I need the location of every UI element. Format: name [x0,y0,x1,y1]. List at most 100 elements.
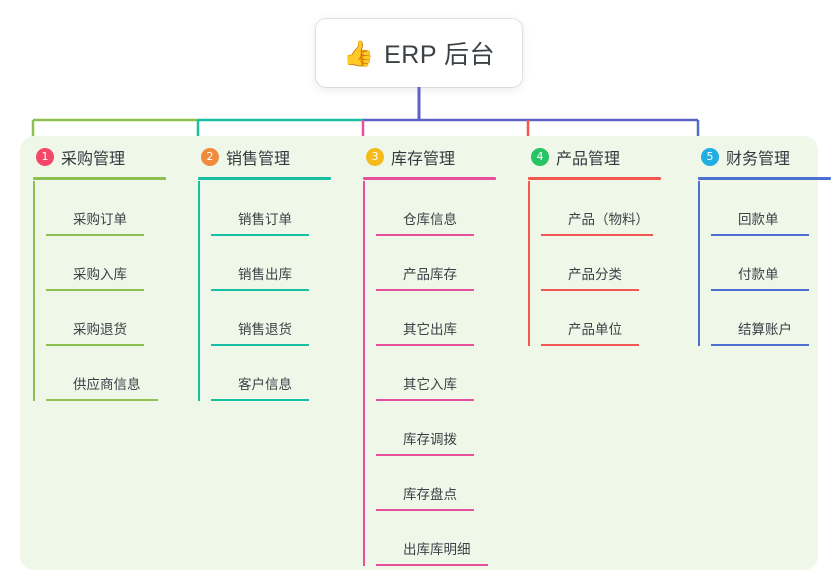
tree-item[interactable]: 付款单 [698,236,839,291]
tree-item[interactable]: 产品（物料） [528,181,675,236]
tree-item-underline [711,234,809,236]
tree-item[interactable]: 供应商信息 [33,346,180,401]
column-item-list: 回款单付款单结算账户 [685,181,839,346]
tree-item-label: 销售出库 [238,267,292,282]
tree-item-label: 客户信息 [238,377,292,392]
column-title: 采购管理 [61,151,126,168]
tree-item[interactable]: 销售退货 [198,291,345,346]
tree-item-label: 其它出库 [403,322,457,337]
column-title: 财务管理 [726,151,791,168]
column-number-badge: 5 [701,148,719,166]
column-underline [198,177,331,180]
column-underline [528,177,661,180]
tree-item-underline [376,289,474,291]
tree-item[interactable]: 客户信息 [198,346,345,401]
tree-item[interactable]: 仓库信息 [363,181,510,236]
tree-item-underline [211,344,309,346]
tree-item-label: 产品库存 [403,267,457,282]
tree-item-label: 产品（物料） [568,212,649,227]
tree-item[interactable]: 采购订单 [33,181,180,236]
column-number-badge: 1 [36,148,54,166]
column-underline [698,177,831,180]
tree-item[interactable]: 采购退货 [33,291,180,346]
tree-item-label: 销售退货 [238,322,292,337]
tree-item-underline [211,234,309,236]
tree-item-label: 付款单 [738,267,779,282]
column-underline [33,177,166,180]
tree-item[interactable]: 采购入库 [33,236,180,291]
tree-item-underline [211,399,309,401]
column-spine [698,181,700,346]
tree-item-label: 采购订单 [73,212,127,227]
column-spine [528,181,530,346]
tree-item-underline [46,344,144,346]
tree-item[interactable]: 回款单 [698,181,839,236]
tree-item-label: 结算账户 [738,322,792,337]
tree-item-underline [711,344,809,346]
column-item-list: 仓库信息产品库存其它出库其它入库库存调拨库存盘点出库库明细 [350,181,510,566]
column-title: 销售管理 [226,151,291,168]
root-node-card[interactable]: 👍 ERP 后台 [316,19,522,87]
tree-column-3: 3 库存管理仓库信息产品库存其它出库其它入库库存调拨库存盘点出库库明细 [350,136,510,566]
column-title: 产品管理 [556,151,621,168]
tree-item-label: 销售订单 [238,212,292,227]
column-item-list: 采购订单采购入库采购退货供应商信息 [20,181,180,401]
tree-column-2: 2 销售管理销售订单销售出库销售退货客户信息 [185,136,345,401]
tree-panel: 1 采购管理采购订单采购入库采购退货供应商信息 2 销售管理销售订单销售出库销售退货客… [20,136,831,570]
tree-item[interactable]: 其它入库 [363,346,510,401]
tree-item[interactable]: 产品单位 [528,291,675,346]
thumbs-up-icon: 👍 [342,39,375,68]
column-underline [363,177,496,180]
column-number-badge: 2 [201,148,219,166]
tree-item[interactable]: 出库库明细 [363,511,510,566]
tree-item[interactable]: 销售订单 [198,181,345,236]
tree-item-underline [211,289,309,291]
tree-item[interactable]: 销售出库 [198,236,345,291]
tree-item-underline [46,399,158,401]
tree-item-label: 库存盘点 [403,487,457,502]
column-header-1[interactable]: 1 采购管理 [20,136,180,178]
tree-item-underline [541,344,639,346]
tree-item-underline [376,509,474,511]
tree-item-underline [541,289,639,291]
tree-item[interactable]: 其它出库 [363,291,510,346]
tree-item-label: 产品分类 [568,267,622,282]
tree-item-label: 产品单位 [568,322,622,337]
tree-item-label: 采购入库 [73,267,127,282]
tree-item[interactable]: 库存调拨 [363,401,510,456]
tree-item[interactable]: 结算账户 [698,291,839,346]
tree-item[interactable]: 产品库存 [363,236,510,291]
tree-item-underline [541,234,653,236]
column-spine [198,181,200,401]
tree-item-label: 供应商信息 [73,377,141,392]
tree-item-label: 回款单 [738,212,779,227]
column-number-badge: 4 [531,148,549,166]
tree-item-label: 采购退货 [73,322,127,337]
column-header-3[interactable]: 3 库存管理 [350,136,510,178]
tree-item-underline [46,234,144,236]
tree-item-label: 出库库明细 [403,542,471,557]
tree-item-underline [376,454,474,456]
tree-item-underline [711,289,809,291]
tree-item-underline [376,234,474,236]
tree-item[interactable]: 产品分类 [528,236,675,291]
tree-item-underline [376,399,474,401]
tree-column-1: 1 采购管理采购订单采购入库采购退货供应商信息 [20,136,180,401]
column-item-list: 销售订单销售出库销售退货客户信息 [185,181,345,401]
column-header-4[interactable]: 4 产品管理 [515,136,675,178]
tree-item-label: 其它入库 [403,377,457,392]
tree-item[interactable]: 库存盘点 [363,456,510,511]
tree-item-underline [376,564,488,566]
column-title: 库存管理 [391,151,456,168]
column-header-2[interactable]: 2 销售管理 [185,136,345,178]
column-number-badge: 3 [366,148,384,166]
tree-column-4: 4 产品管理产品（物料） 产品分类产品单位 [515,136,675,346]
root-node-title: ERP 后台 [384,41,496,69]
tree-item-underline [46,289,144,291]
tree-item-label: 库存调拨 [403,432,457,447]
column-header-5[interactable]: 5 财务管理 [685,136,839,178]
column-spine [363,181,365,566]
column-spine [33,181,35,401]
tree-item-label: 仓库信息 [403,212,457,227]
tree-column-5: 5 财务管理回款单付款单结算账户 [685,136,839,346]
